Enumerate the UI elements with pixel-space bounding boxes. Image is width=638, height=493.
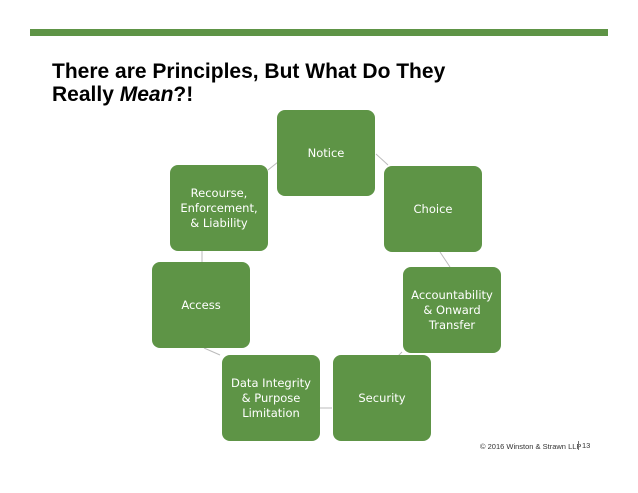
node-choice: Choice [384,166,482,252]
node-notice-label: Notice [307,145,345,160]
title-emphasis: Mean [119,83,174,106]
connector-choice-accountability [439,251,451,268]
node-access: Access [152,262,250,348]
copyright-footer: © 2016 Winston & Strawn LLP [480,442,582,451]
node-security-label: Security [358,390,406,405]
page-number: 13 [578,441,590,450]
node-choice-label: Choice [413,201,453,216]
node-access-label: Access [181,297,221,312]
title-line-1: There are Principles, But What Do They [52,60,446,83]
connector-notice-choice [375,153,389,166]
node-recourse-label: Recourse, Enforcement, & Liability [180,185,258,230]
title-line-2-prefix: Really [52,83,120,106]
node-data-integrity: Data Integrity & Purpose Limitation [222,355,320,441]
node-recourse: Recourse, Enforcement, & Liability [170,165,268,251]
node-notice: Notice [277,110,375,196]
node-security: Security [333,355,431,441]
header-accent-bar [30,29,608,36]
node-data-integrity-label: Data Integrity & Purpose Limitation [231,375,311,420]
connector-dataintegrity-access [203,347,221,356]
node-accountability-label: Accountability & Onward Transfer [411,287,493,332]
slide-title: There are Principles, But What Do They R… [52,60,572,106]
node-accountability: Accountability & Onward Transfer [403,267,501,353]
connector-recourse-notice [267,161,279,171]
title-line-2-suffix: ?! [173,83,194,106]
